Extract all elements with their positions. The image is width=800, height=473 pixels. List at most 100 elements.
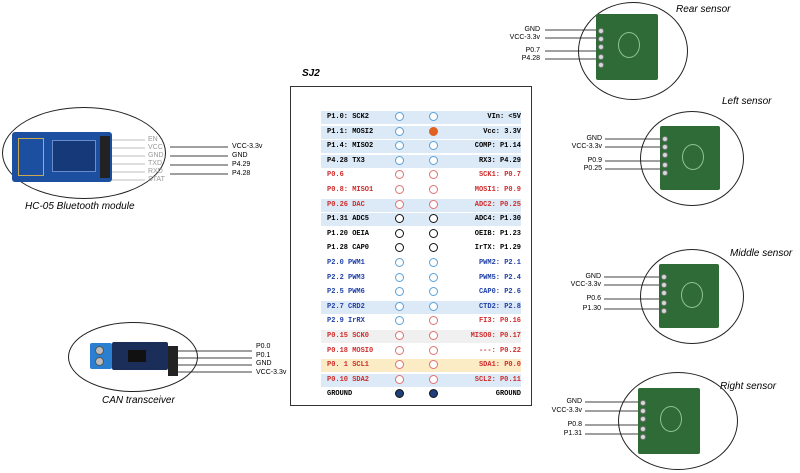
pin-label-left: P0.6 — [327, 171, 344, 180]
row-highlight — [321, 111, 521, 124]
pin-label-left: P1.31 ADC5 — [327, 215, 370, 224]
can-terminal-block — [90, 343, 112, 369]
left-sensor-label-vcc: VCC-3.3v — [571, 143, 602, 150]
pin-hole-icon — [395, 272, 404, 282]
pin-hole-icon — [429, 228, 438, 238]
screw-icon — [95, 357, 104, 366]
pin-hole-icon — [395, 374, 404, 384]
pin-hole-icon — [395, 345, 404, 355]
header-pin-icon — [598, 62, 604, 68]
rear-sensor-board — [596, 14, 658, 80]
left-sensor-outline — [640, 111, 744, 206]
header-pin-icon — [662, 136, 668, 142]
rear-sensor-label-p428: P4.28 — [521, 55, 540, 62]
pin-hole-icon — [429, 243, 438, 253]
header-pin-icon — [662, 162, 668, 168]
row-highlight — [321, 198, 521, 212]
pin-hole-icon — [395, 112, 404, 121]
pin-label-right: SCL2: P0.11 — [474, 375, 521, 384]
bluetooth-chip — [52, 140, 96, 172]
bt-wire-label-p429: P4.29 — [232, 161, 251, 168]
header-pin-icon — [640, 416, 646, 422]
row-highlight — [321, 373, 521, 387]
left-sensor-label-p09: P0.9 — [587, 157, 602, 164]
middle-sensor-label-vcc: VCC-3.3v — [570, 281, 601, 288]
pin-hole-icon — [429, 258, 438, 267]
header-pin-icon — [598, 54, 604, 60]
pin-label-left: P1.28 CAP0 — [327, 244, 370, 253]
pin-hole-icon — [429, 126, 438, 136]
row-highlight — [321, 184, 521, 197]
pin-hole-icon — [395, 141, 404, 151]
pin-hole-icon — [429, 374, 438, 384]
sensor-component-icon — [681, 282, 703, 308]
bt-pin-vcc: VCC — [148, 144, 163, 151]
board-pin-row: P0.18 MOSI0 ---: P0.22 — [321, 344, 521, 358]
pin-hole-icon — [429, 301, 438, 311]
header-pin-icon — [640, 408, 646, 414]
pin-hole-icon — [429, 389, 438, 399]
bluetooth-caption: HC-05 Bluetooth module — [25, 201, 135, 212]
pin-label-right: GROUND — [495, 390, 521, 399]
header-pin-icon — [598, 36, 604, 42]
row-highlight — [321, 271, 521, 285]
bluetooth-antenna — [18, 138, 44, 176]
board-pin-row: P1.28 CAP0 IrTX: P1.29 — [321, 242, 521, 256]
pin-label-right: VIn: <5V — [487, 113, 521, 121]
pin-label-right: SDA1: P0.0 — [478, 361, 521, 370]
row-highlight — [321, 315, 521, 329]
middle-sensor-label-p130: P1.30 — [582, 305, 601, 312]
pin-hole-icon — [395, 199, 404, 209]
header-pin-icon — [640, 400, 646, 406]
pin-label-left: P0.26 DAC — [327, 200, 365, 209]
bt-pin-stat: STAT — [148, 176, 165, 183]
middle-sensor-board — [659, 264, 719, 328]
pin-hole-icon — [395, 258, 404, 267]
bluetooth-header — [100, 136, 110, 178]
bluetooth-module-outline — [2, 107, 166, 199]
pin-label-right: CTD2: P2.8 — [478, 302, 521, 311]
pin-label-right: ---: P0.22 — [478, 346, 521, 355]
bt-wire-label-vcc: VCC-3.3v — [232, 143, 263, 150]
rear-sensor-title: Rear sensor — [676, 4, 731, 15]
can-wire-label-p00: P0.0 — [256, 343, 271, 350]
pin-label-left: P4.28 TX3 — [327, 156, 365, 165]
middle-sensor-title: Middle sensor — [730, 248, 793, 259]
pin-hole-icon — [429, 170, 438, 180]
board-pin-row: P0.10 SDA2 SCL2: P0.11 — [321, 373, 521, 387]
pin-hole-icon — [395, 331, 404, 340]
pin-hole-icon — [429, 199, 438, 209]
board-title: SJ2 — [302, 68, 320, 79]
pin-label-left: P1.20 OEIA — [327, 229, 370, 238]
header-pin-icon — [661, 308, 667, 314]
bt-pin-gnd: GND — [148, 152, 164, 159]
pin-label-right: IrTX: P1.29 — [474, 244, 521, 253]
bt-pin-txd: TXD — [148, 160, 162, 167]
pin-hole-icon — [429, 272, 438, 282]
pin-hole-icon — [395, 316, 404, 326]
pin-label-left: P0.10 SDA2 — [327, 375, 370, 384]
pin-label-right: MISO0: P0.17 — [470, 332, 521, 340]
screw-icon — [95, 346, 104, 355]
pin-label-left: P1.1: MOSI2 — [327, 127, 374, 136]
pin-label-left: P0.18 MOSI0 — [327, 346, 374, 355]
row-highlight — [321, 286, 521, 300]
header-pin-icon — [661, 282, 667, 288]
can-wire-label-gnd: GND — [256, 360, 272, 367]
can-header — [168, 346, 178, 376]
row-highlight — [321, 154, 521, 168]
can-chip — [128, 350, 146, 362]
pin-hole-icon — [429, 185, 438, 194]
header-pin-icon — [662, 152, 668, 158]
